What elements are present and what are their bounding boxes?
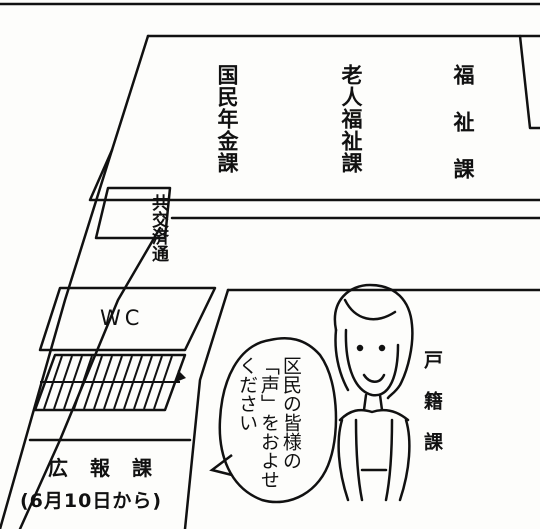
speech-bubble-text: 区民の皆様の 「声」をおよせ ください xyxy=(235,356,302,496)
room-fukushi: 福祉課 xyxy=(451,64,475,209)
room-kotsu-kyosai: 共交済通 xyxy=(148,194,168,262)
room-koho: 広報課 xyxy=(48,456,174,480)
room-fukushi-text: 福祉課 xyxy=(451,64,475,205)
speech-line-1: 区民の皆様の xyxy=(279,356,302,470)
room-koho-note: (6月10日から) xyxy=(20,490,163,512)
woman-illustration xyxy=(333,283,414,502)
room-rojin-fukushi: 老人福祉課 xyxy=(339,64,363,174)
room-koseki: 戸籍課 xyxy=(421,350,443,477)
room-wc: WC xyxy=(100,306,144,330)
room-kokumin-nenkin: 国民年金課 xyxy=(215,64,239,174)
speech-line-3: ください xyxy=(235,356,258,432)
speech-line-2: 「声」をおよせ xyxy=(257,356,280,489)
room-koseki-text: 戸籍課 xyxy=(421,350,443,473)
